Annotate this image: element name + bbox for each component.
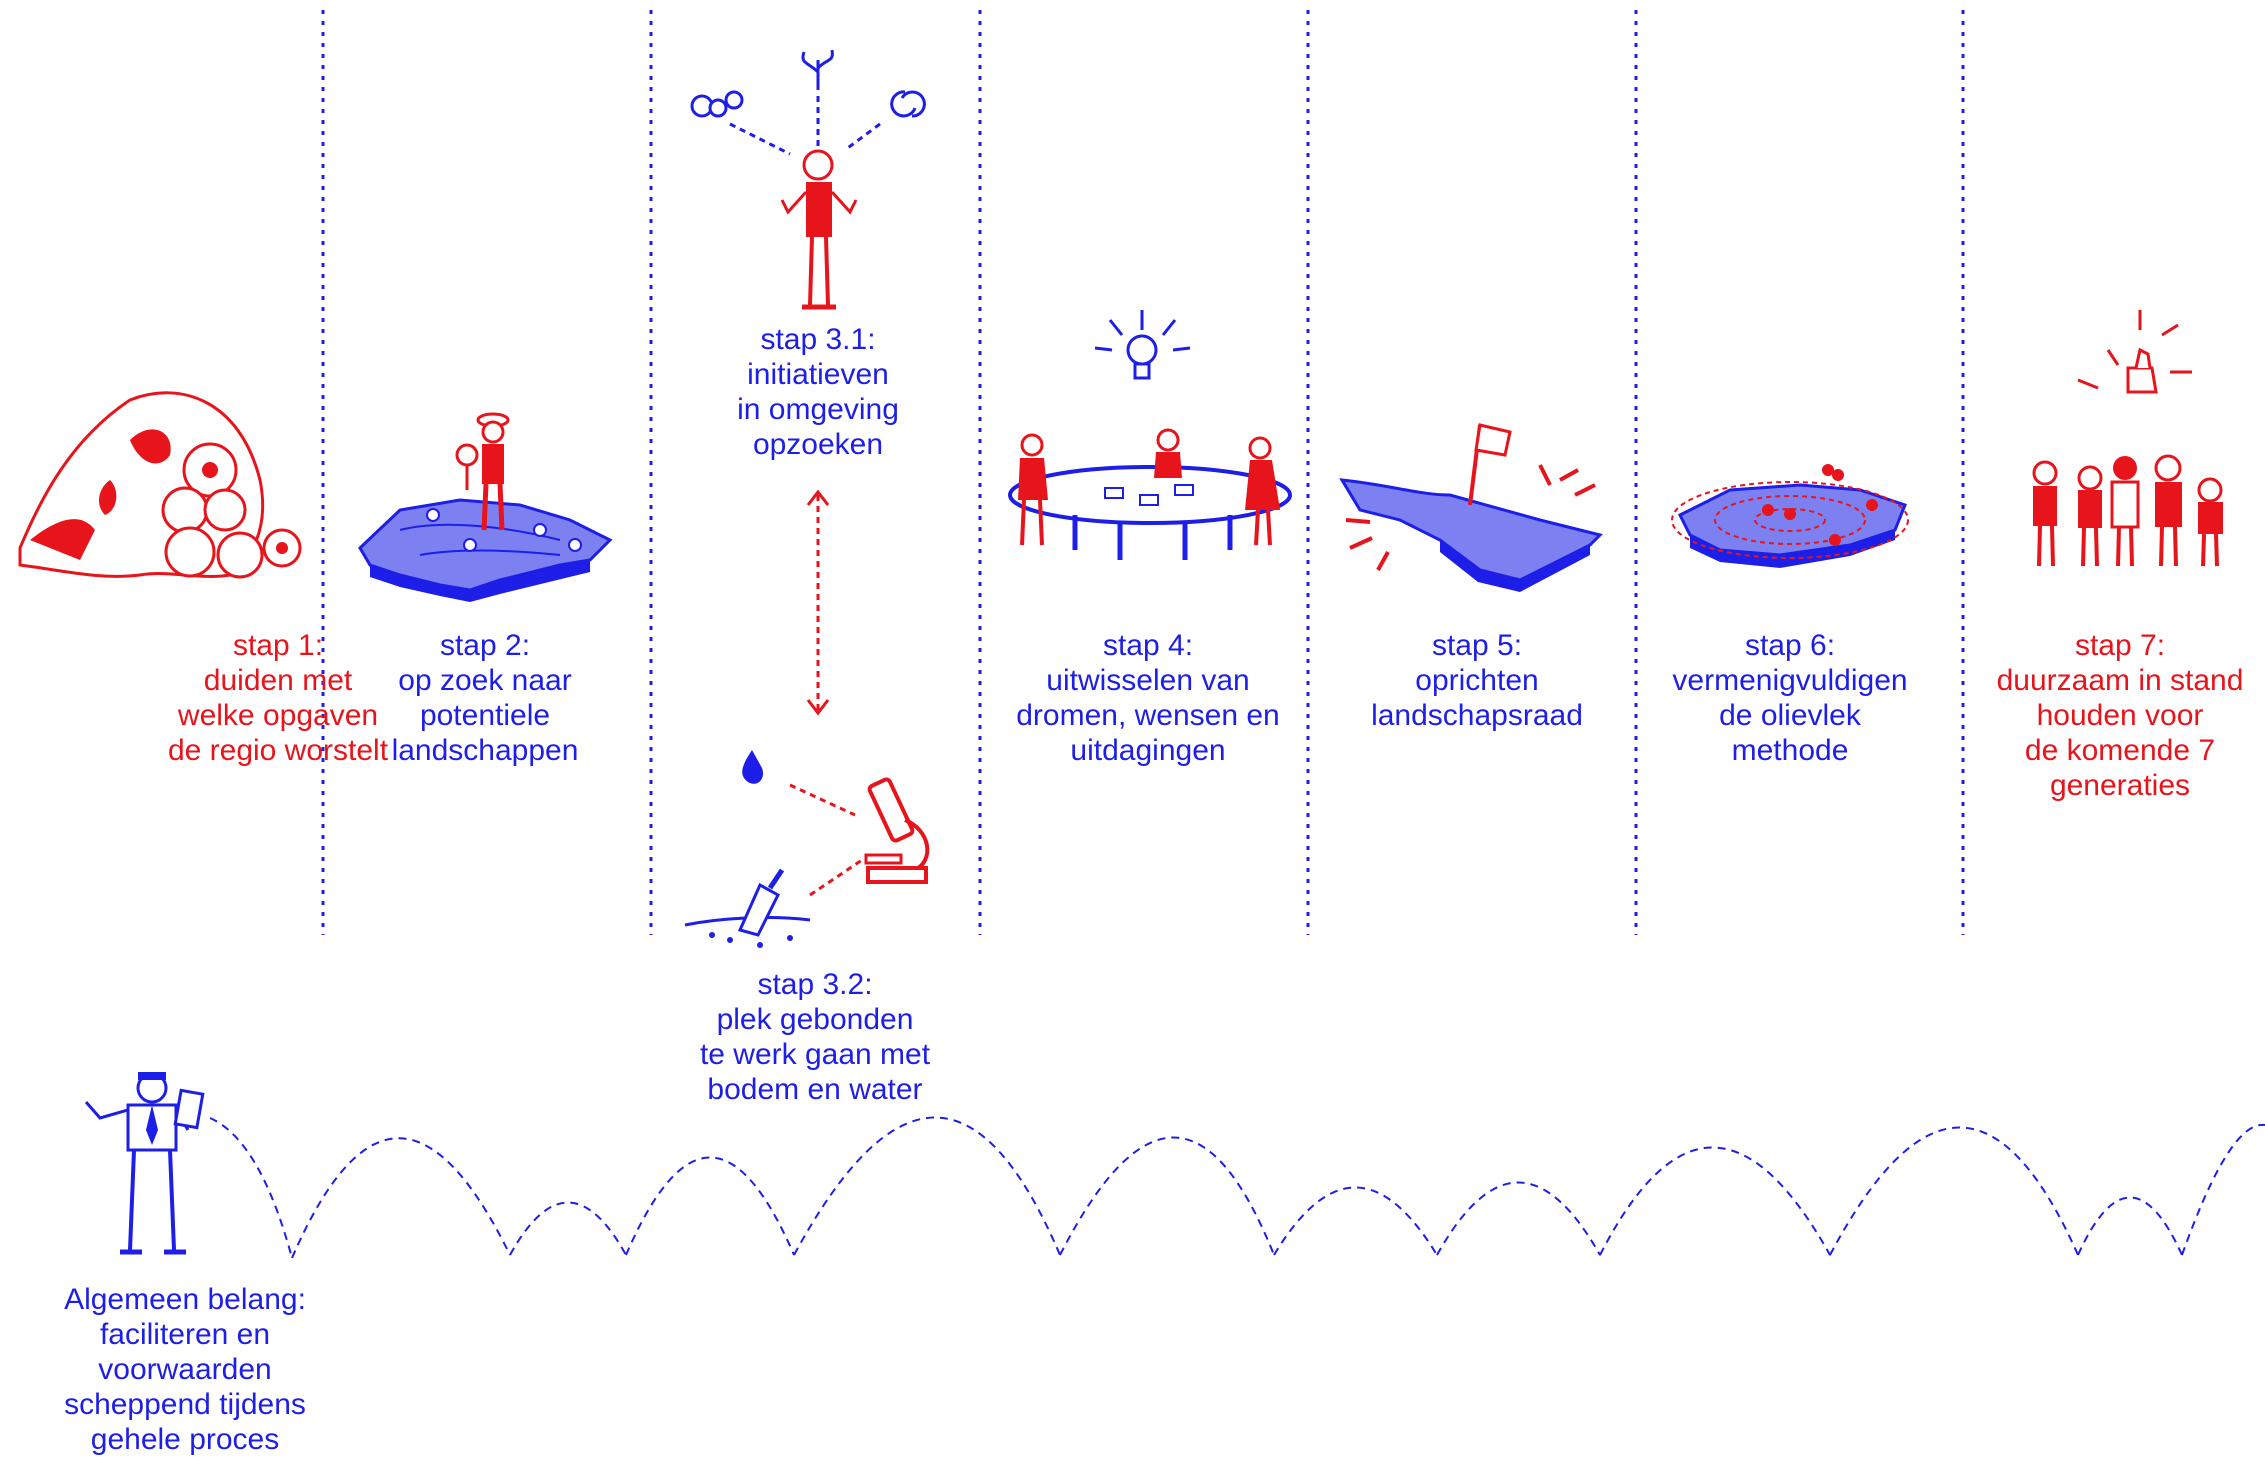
step-4-label: stap 4: uitwisselen van dromen, wensen e… — [998, 628, 1298, 768]
challenge-bubble — [216, 531, 264, 579]
step-5-line: oprichten — [1415, 664, 1539, 697]
step-2-label: stap 2: op zoek naar potentiele landscha… — [335, 628, 635, 768]
step-7-line: de komende 7 — [2024, 734, 2216, 767]
challenge-bubble — [203, 488, 247, 532]
general-line: scheppend tijdens — [64, 1388, 306, 1421]
step-5-label: stap 5: oprichten landschapsraad — [1327, 628, 1627, 733]
step-4-line: stap 4: — [1102, 629, 1194, 662]
people-around-table-icon — [1008, 310, 1292, 560]
step-7-label: stap 7: duurzaam in stand houden voor de… — [1970, 628, 2265, 803]
step-3-1-line: opzoeken — [752, 428, 884, 461]
step-4-line: dromen, wensen en — [1016, 699, 1280, 732]
step-4-line: uitdagingen — [1070, 734, 1226, 767]
step-3-1-line: stap 3.1: — [760, 323, 876, 356]
step-3-2-line: te werk gaan met — [699, 1038, 931, 1071]
step-3-2-line: bodem en water — [707, 1073, 923, 1106]
family-thumbs-up-icon — [2032, 310, 2223, 567]
farmer-on-landscape-map-icon — [358, 412, 613, 602]
step-6-line: stap 6: — [1744, 629, 1836, 662]
step-1-line: welke opgaven — [177, 699, 379, 732]
person-with-initiatives-icon — [690, 49, 926, 310]
general-line: gehele proces — [90, 1423, 280, 1456]
step-2-line: potentiele — [419, 699, 551, 732]
step-1-line: stap 1: — [232, 629, 324, 662]
flag-on-land-icon — [1339, 423, 1603, 592]
step-5-line: landschapsraad — [1371, 699, 1583, 732]
general-line: Algemeen belang: — [64, 1283, 306, 1316]
step-3-2-label: stap 3.2: plek gebonden te werk gaan met… — [665, 967, 965, 1107]
step-1-label: stap 1: duiden met welke opgaven de regi… — [128, 628, 428, 768]
step-3-2-line: plek gebonden — [716, 1003, 914, 1036]
step-3-2-line: stap 3.2: — [757, 968, 873, 1001]
step-6-label: stap 6: vermenigvuldigen de olievlek met… — [1640, 628, 1940, 768]
step-7-line: duurzaam in stand — [1996, 664, 2244, 697]
step-3-1-line: initiatieven — [747, 358, 889, 391]
step-6-line: de olievlek — [1719, 699, 1861, 732]
step-7-line: generaties — [2049, 769, 2191, 802]
step-3-1-label: stap 3.1: initiatieven in omgeving opzoe… — [668, 322, 968, 462]
step-4-line: uitwisselen van — [1046, 664, 1250, 697]
challenge-bubble — [161, 486, 209, 534]
facilitator-person-icon — [84, 1072, 205, 1255]
oil-stain-map-icon — [1671, 464, 1909, 568]
bouncing-path — [209, 1116, 2265, 1259]
bag-of-challenges-icon — [18, 391, 302, 579]
step-7-line: houden voor — [2036, 699, 2204, 732]
soil-water-microscope-icon — [684, 750, 930, 948]
step-2-line: op zoek naar — [398, 664, 572, 697]
column-dividers — [321, 10, 1965, 935]
step-1-line: duiden met — [203, 664, 353, 697]
step-6-line: methode — [1731, 734, 1849, 767]
step-5-line: stap 5: — [1431, 629, 1523, 662]
challenge-bubble — [164, 526, 216, 578]
general-line: faciliteren en — [99, 1318, 271, 1351]
step-7-line: stap 7: — [2074, 629, 2166, 662]
step-6-line: vermenigvuldigen — [1672, 664, 1908, 697]
step-3-1-line: in omgeving — [737, 393, 899, 426]
step-2-line: stap 2: — [439, 629, 531, 662]
general-line: voorwaarden — [98, 1353, 272, 1386]
step-1-line: de regio worstelt — [167, 734, 389, 767]
general-interest-label: Algemeen belang: faciliteren en voorwaar… — [35, 1282, 335, 1457]
step-2-line: landschappen — [391, 734, 579, 767]
